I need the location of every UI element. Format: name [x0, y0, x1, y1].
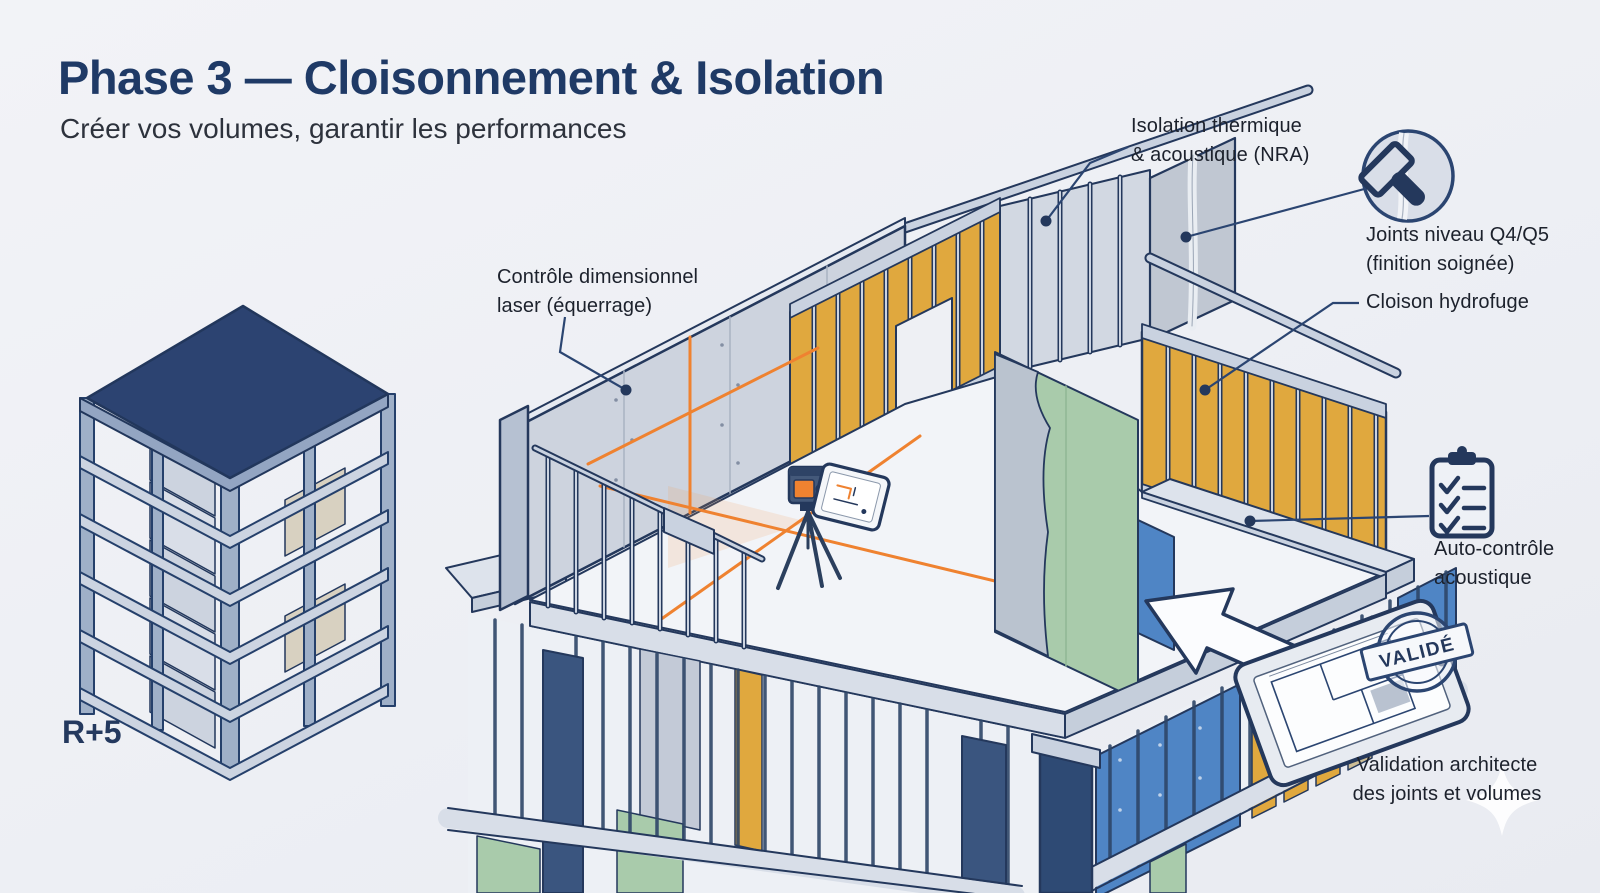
sparkle-icon — [1466, 764, 1538, 836]
page-subtitle: Créer vos volumes, garantir les performa… — [60, 113, 627, 144]
callout-insulation-label: Isolation thermique & acoustique (NRA) — [1131, 112, 1310, 170]
leader-line-joints — [1185, 186, 1369, 239]
mini-building — [79, 304, 396, 781]
callout-validation-line2: des joints et volumes — [1352, 783, 1542, 805]
callout-laser-label: Contrôle dimensionnel laser (équerrage) — [497, 263, 698, 321]
callout-dot-insulation — [1040, 215, 1052, 227]
clipboard-checklist-icon — [1429, 446, 1495, 539]
callout-validation-label: Validation architecte des joints et volu… — [1337, 751, 1557, 809]
callout-joints-line2: (finition soignée) — [1366, 253, 1515, 275]
leader-line-hydrofuge — [1204, 301, 1359, 391]
leader-line-laser — [558, 316, 627, 391]
callout-validation-line1: Validation architecte — [1356, 754, 1538, 776]
callout-dot-laser — [620, 384, 632, 396]
floors-badge: R+5 — [62, 714, 122, 750]
lower-floor-left — [438, 614, 1065, 893]
site-tablet-icon — [811, 462, 891, 532]
callout-laser-line2: laser (équerrage) — [497, 295, 653, 317]
callout-hydrofuge-label: Cloison hydrofuge — [1366, 288, 1529, 317]
stamp: VALIDÉ — [1359, 611, 1475, 693]
page-title: Phase 3 — Cloisonnement & Isolation — [58, 51, 885, 104]
leader-line-acoustic — [1249, 514, 1430, 523]
callout-hydrofuge-text: Cloison hydrofuge — [1366, 291, 1529, 313]
ceiling-track-beam — [887, 84, 1314, 238]
open-stud-framing — [531, 444, 766, 650]
callout-dot-hydrofuge — [1199, 384, 1211, 396]
callout-acoustic-line2: acoustique — [1434, 567, 1532, 589]
callout-acoustic-line1: Auto-contrôle — [1434, 538, 1555, 560]
callout-joints-label: Joints niveau Q4/Q5 (finition soignée) — [1366, 221, 1549, 279]
callout-insulation-line1: Isolation thermique — [1131, 115, 1302, 137]
mini-building-roof — [85, 304, 390, 480]
leader-line-insulation — [1045, 145, 1129, 222]
trowel-badge-icon — [1358, 129, 1455, 223]
callout-dots — [620, 215, 1256, 527]
callout-insulation-line2: & acoustique (NRA) — [1131, 144, 1310, 166]
callout-laser-line1: Contrôle dimensionnel — [497, 266, 699, 288]
callout-dot-acoustic — [1244, 515, 1256, 527]
leader-lines — [558, 145, 1430, 523]
callout-acoustic-label: Auto-contrôle acoustique — [1434, 535, 1554, 593]
callout-dot-joints — [1180, 231, 1192, 243]
callout-joints-line1: Joints niveau Q4/Q5 — [1366, 224, 1550, 246]
